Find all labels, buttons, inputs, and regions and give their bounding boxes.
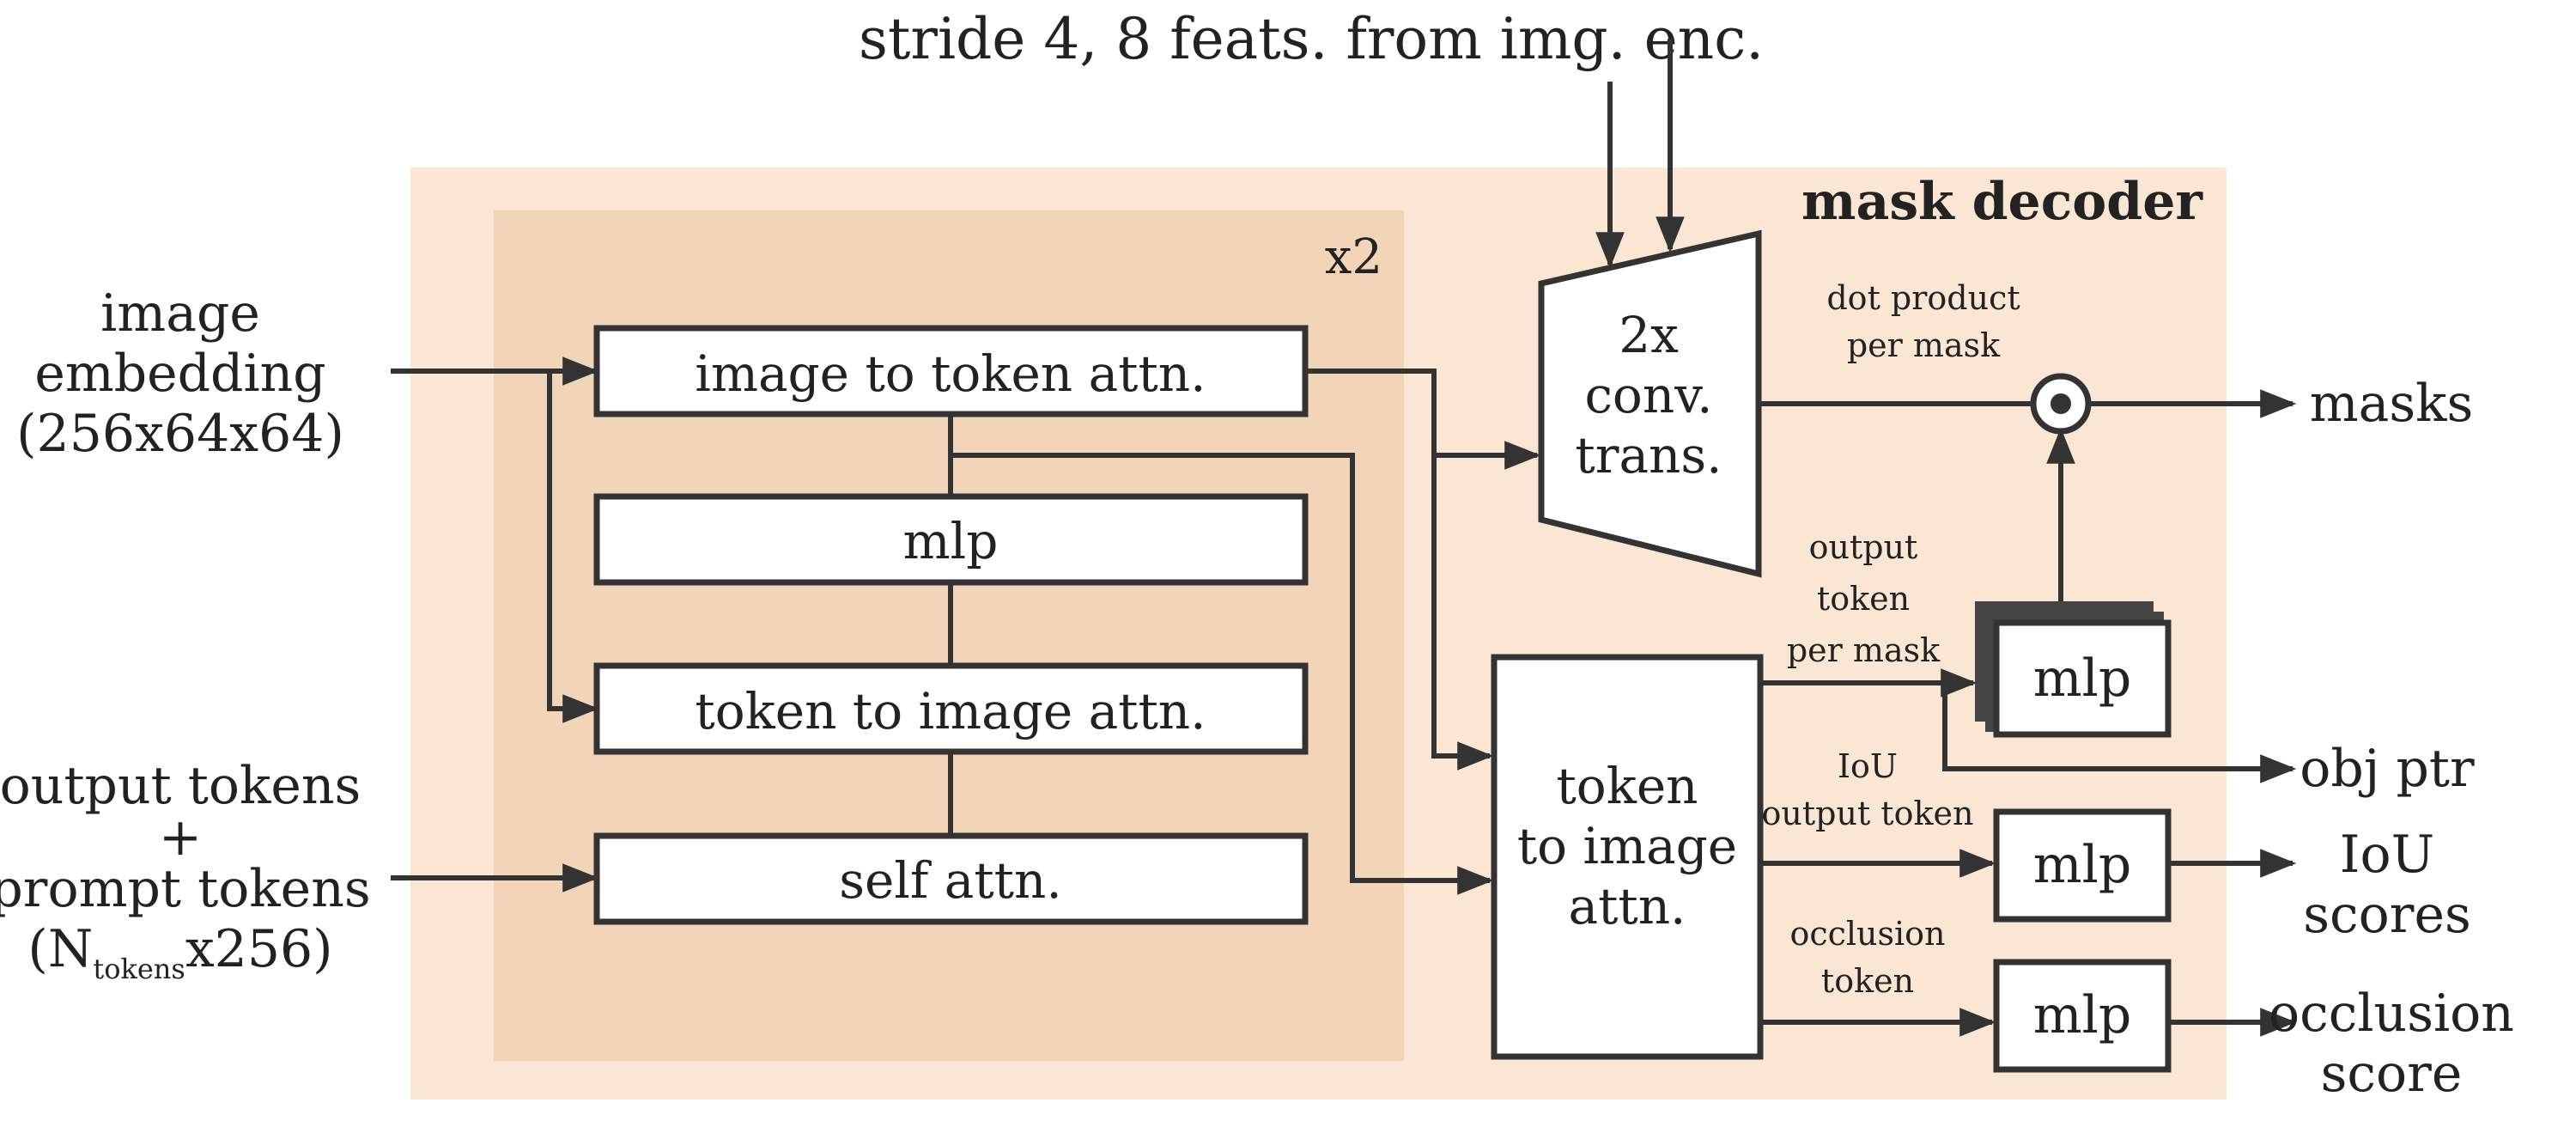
svg-text:+: + (159, 807, 202, 868)
occlusion-score-output-label: occlusion score (2269, 984, 2514, 1104)
output-token-annotation: output token per mask (1787, 528, 1941, 669)
token-to-image-attn-final-block: token to image attn. (1491, 654, 1764, 1060)
svg-text:token: token (1817, 580, 1910, 618)
svg-text:per mask: per mask (1847, 326, 2001, 364)
svg-text:(Ntokensx256): (Ntokensx256) (27, 919, 332, 985)
mlp-per-mask-block: mlp (1975, 601, 2172, 738)
svg-text:dot product: dot product (1826, 279, 2020, 317)
svg-text:conv.: conv. (1584, 366, 1712, 424)
svg-text:mlp: mlp (903, 512, 999, 570)
svg-text:attn.: attn. (1569, 877, 1686, 935)
tokens-input: output tokens + prompt tokens (Ntokensx2… (0, 756, 371, 985)
arrow (1431, 455, 1494, 771)
top-input-label: stride 4, 8 feats. from img. enc. (859, 6, 1764, 72)
svg-text:IoU: IoU (2340, 825, 2434, 885)
svg-text:mlp: mlp (2033, 649, 2132, 709)
svg-text:prompt tokens: prompt tokens (0, 859, 371, 919)
svg-text:mlp: mlp (2033, 985, 2132, 1045)
arrow (1305, 369, 1541, 470)
svg-text:output tokens: output tokens (0, 756, 361, 816)
svg-text:embedding: embedding (34, 344, 325, 404)
svg-text:token: token (1821, 962, 1914, 1000)
mlp-iou-block: mlp (1993, 808, 2172, 923)
token-to-image-attn-block: token to image attn. (593, 662, 1309, 755)
image-embedding-input: image embedding (256x64x64) (16, 283, 344, 464)
conv-trans-upsample: 2x conv. trans. (1538, 229, 1762, 578)
image-to-token-attn-block: image to token attn. (593, 325, 1309, 417)
svg-text:output token: output token (1762, 795, 1974, 832)
svg-text:token: token (1556, 757, 1698, 815)
svg-text:image to token attn.: image to token attn. (695, 344, 1206, 403)
svg-text:mlp: mlp (2033, 835, 2132, 895)
mlp-inner-block: mlp (593, 493, 1309, 586)
svg-text:self attn.: self attn. (839, 851, 1062, 910)
svg-text:occlusion: occlusion (2269, 984, 2514, 1044)
dot-product-icon (2030, 373, 2092, 435)
svg-text:scores: scores (2303, 885, 2471, 945)
arrow (951, 453, 1494, 895)
dot-product-annotation: dot product per mask (1826, 279, 2020, 364)
mlp-occlusion-block: mlp (1993, 959, 2172, 1073)
svg-text:token to image attn.: token to image attn. (695, 682, 1206, 740)
mask-decoder-title: mask decoder (1801, 172, 2203, 232)
masks-output-label: masks (2310, 374, 2474, 434)
svg-text:occlusion: occlusion (1789, 915, 1945, 953)
svg-text:2x: 2x (1619, 306, 1679, 364)
svg-text:score: score (2321, 1044, 2463, 1104)
svg-text:(256x64x64): (256x64x64) (16, 404, 344, 464)
svg-text:IoU: IoU (1838, 747, 1898, 785)
self-attn-block: self attn. (593, 832, 1309, 925)
obj-ptr-output-label: obj ptr (2300, 739, 2475, 799)
iou-token-annotation: IoU output token (1762, 747, 1974, 832)
arrow (1942, 683, 2297, 783)
svg-text:to image: to image (1517, 817, 1737, 875)
svg-text:trans.: trans. (1575, 426, 1722, 484)
svg-text:image: image (100, 283, 260, 344)
occlusion-token-annotation: occlusion token (1789, 915, 1945, 1000)
svg-text:output: output (1809, 528, 1918, 566)
iou-scores-output-label: IoU scores (2303, 825, 2471, 945)
repeat-label: x2 (1325, 229, 1382, 285)
svg-text:per mask: per mask (1787, 631, 1941, 669)
arrow (547, 371, 599, 723)
